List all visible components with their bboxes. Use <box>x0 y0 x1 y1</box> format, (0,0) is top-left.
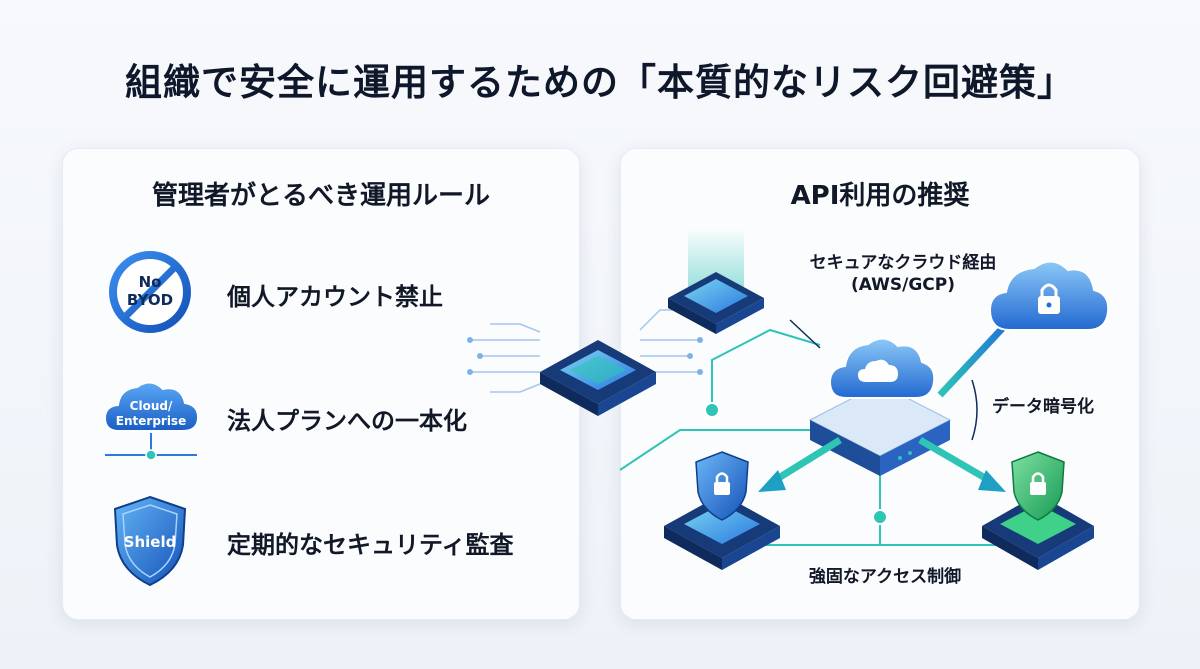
cloud-text-1: Cloud/ <box>130 399 173 413</box>
api-recommendation-panel: API利用の推奨 <box>620 148 1140 620</box>
rule-label-no-personal-accounts: 個人アカウント禁止 <box>227 283 443 311</box>
shield-icon: Shield <box>107 493 193 593</box>
cloud-enterprise-icon: Cloud/ Enterprise <box>99 371 203 471</box>
shield-text: Shield <box>124 533 177 551</box>
access-control-label: 強固なアクセス制御 <box>808 567 962 587</box>
rule-label-security-audit: 定期的なセキュリティ監査 <box>227 531 514 559</box>
cloud-text-2: Enterprise <box>116 414 186 428</box>
no-byod-icon: No BYOD <box>107 249 193 339</box>
no-byod-text-1: No <box>139 273 162 291</box>
api-heading: API利用の推奨 <box>790 181 970 211</box>
rules-heading: 管理者がとるべき運用ルール <box>151 181 490 211</box>
secure-cloud-line-1: セキュアなクラウド経由 <box>809 253 997 273</box>
page-title: 組織で安全に運用するための「本質的なリスク回避策」 <box>125 61 1075 104</box>
secure-cloud-line-2: (AWS/GCP) <box>850 275 956 296</box>
encryption-label: データ暗号化 <box>992 397 1094 417</box>
no-byod-text-2: BYOD <box>127 291 173 309</box>
operation-rules-panel: 管理者がとるべき運用ルール No BYOD 個人アカウント禁止 Cloud/ <box>62 148 580 620</box>
secure-cloud-label: セキュアなクラウド経由 (AWS/GCP) <box>788 252 1018 296</box>
rule-label-enterprise-plan: 法人プランへの一本化 <box>227 407 467 435</box>
